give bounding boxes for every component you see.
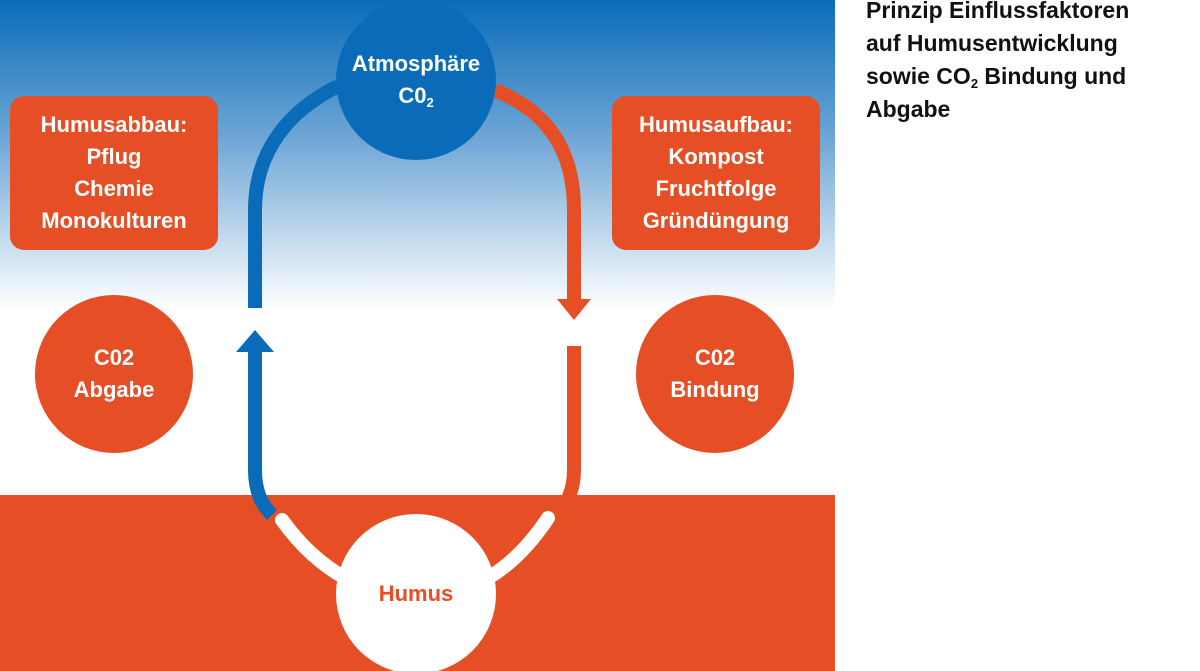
caption-binding-text: Bindung und <box>978 63 1127 89</box>
humusabbau-item: Chemie <box>74 176 154 201</box>
humusabbau-item: Monokulturen <box>41 208 187 233</box>
co2-binding-label: Bindung <box>670 377 760 402</box>
co2-binding-node: C02 Bindung <box>636 295 794 453</box>
humusabbau-box: Humusabbau: Pflug Chemie Monokulturen <box>10 96 218 250</box>
caption-line: sowie CO2 Bindung und <box>866 60 1186 93</box>
arrow-up-head <box>236 330 274 352</box>
caption-line: auf Humusentwicklung <box>866 30 1118 56</box>
caption-line: Abgabe <box>866 96 951 122</box>
cycle-arc-soil-right <box>481 511 555 585</box>
diagram-caption: Prinzip Einflussfaktoren auf Humusentwic… <box>866 0 1186 126</box>
humusaufbau-item: Fruchtfolge <box>655 176 777 201</box>
caption-line: Prinzip Einflussfaktoren <box>866 0 1130 23</box>
caption-co2-text: sowie CO <box>866 63 971 89</box>
co2-release-node: C02 Abgabe <box>35 295 193 453</box>
humus-cycle-diagram: Atmosphäre C02 Humus Humusabbau: Pflug C… <box>0 0 835 671</box>
humusaufbau-item: Kompost <box>668 144 764 169</box>
humus-label: Humus <box>378 581 454 606</box>
co2-binding-formula: C02 <box>694 345 736 370</box>
atmosphere-formula-subscript: 2 <box>426 95 434 110</box>
atmosphere-label: Atmosphäre <box>351 51 481 76</box>
cycle-arc-lower-left <box>248 352 278 520</box>
atmosphere-formula: C02 <box>398 80 433 112</box>
atmosphere-formula-text: C0 <box>398 83 427 108</box>
co2-release-formula: C02 <box>93 345 135 370</box>
humus-node: Humus <box>336 514 496 671</box>
cycle-arc-upper-left <box>248 79 342 308</box>
arrow-down-head <box>557 299 591 320</box>
cycle-arc-upper-right <box>492 83 581 302</box>
humusabbau-title: Humusabbau: <box>40 112 188 137</box>
humusaufbau-title: Humusaufbau: <box>639 112 793 137</box>
co2-release-label: Abgabe <box>73 377 155 402</box>
atmosphere-node: Atmosphäre C02 <box>336 0 496 160</box>
cycle-arc-lower-right <box>550 346 581 520</box>
humusaufbau-box: Humusaufbau: Kompost Fruchtfolge Gründün… <box>612 96 820 250</box>
caption-co2-subscript: 2 <box>970 76 979 91</box>
humusabbau-item: Pflug <box>86 144 142 169</box>
humusaufbau-item: Gründüngung <box>642 208 790 233</box>
